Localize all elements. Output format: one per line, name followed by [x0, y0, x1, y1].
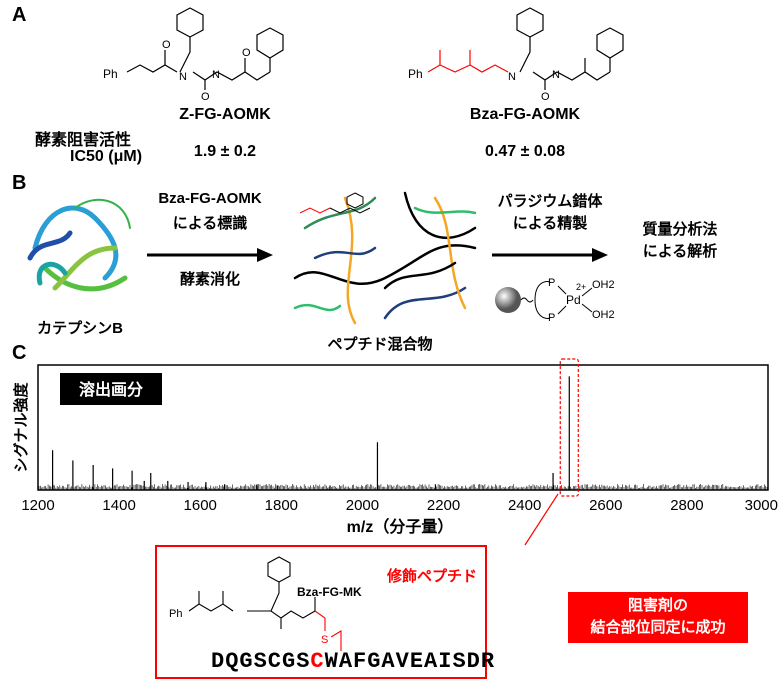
conclusion-line: 結合部位同定に成功 — [590, 619, 726, 636]
x-tick-label: 3000 — [745, 497, 778, 514]
highlight-box — [559, 358, 579, 497]
step2-label: パラジウム錯体 — [497, 193, 603, 210]
x-tick-label: 1400 — [102, 497, 135, 514]
svg-text:O: O — [201, 91, 210, 103]
svg-text:N: N — [212, 69, 220, 81]
svg-text:N: N — [552, 69, 560, 81]
x-tick-label: 2600 — [589, 497, 622, 514]
x-axis-label: m/z（分子量） — [347, 518, 454, 535]
svg-text:N: N — [508, 71, 516, 83]
x-tick-label: 1800 — [265, 497, 298, 514]
svg-text:P: P — [548, 277, 555, 289]
modified-cysteine: C — [310, 649, 325, 674]
x-tick-label: 1200 — [21, 497, 54, 514]
probe-name: Bza-FG-MK — [297, 585, 362, 599]
ic50-value: 1.9 ± 0.2 — [193, 143, 257, 160]
x-tick-label: 2200 — [427, 497, 460, 514]
mass-spectrum-chart: 1200 1400 1600 1800 2000 2200 2400 2600 2800 3000… — [12, 358, 778, 535]
fraction-badge-label: 溶出画分 — [79, 380, 143, 399]
svg-text:OH2: OH2 — [592, 309, 615, 321]
x-tick-label: 2800 — [670, 497, 703, 514]
ic50-unit-label: IC50 (μM) — [70, 148, 143, 165]
x-tick-label: 1600 — [184, 497, 217, 514]
compound-name: Z-FG-AOMK — [179, 106, 271, 123]
step3-label: 質量分析法 — [642, 221, 718, 238]
arrow-right-icon — [147, 248, 273, 262]
y-axis-label: シグナル強度 — [12, 382, 30, 473]
z-fg-aomk-structure: Ph O N O N O — [103, 7, 284, 103]
svg-text:O: O — [242, 47, 251, 59]
svg-text:Ph: Ph — [169, 608, 182, 620]
svg-text:S: S — [321, 634, 328, 646]
step3-label-2: による解析 — [642, 243, 718, 260]
ic50-value: 0.47 ± 0.08 — [485, 143, 565, 160]
fraction-badge — [60, 373, 162, 405]
step1-label-2: による標識 — [172, 215, 248, 232]
baseline-noise — [38, 484, 768, 490]
mixture-label: ペプチド混合物 — [327, 336, 433, 353]
bza-fg-mk-structure: Ph S — [169, 556, 342, 651]
panel-label-c: C — [12, 342, 27, 364]
palladium-complex-illustration: P P Pd 2+ OH2 OH2 — [495, 277, 615, 324]
svg-text:N: N — [179, 71, 187, 83]
svg-text:P: P — [548, 312, 555, 324]
svg-text:Ph: Ph — [103, 67, 118, 81]
modified-peptide-box: Ph S Bza-FG-MK 修飾ペプチド DQGSCGSCWAFGAVEAIS… — [155, 545, 494, 679]
svg-text:O: O — [541, 91, 550, 103]
arrow-right-icon — [492, 248, 608, 262]
svg-text:2+: 2+ — [576, 282, 586, 292]
svg-text:OH2: OH2 — [592, 279, 615, 291]
peptide-mixture-illustration — [293, 191, 477, 325]
conclusion-badge: 阻害剤の 結合部位同定に成功 — [568, 592, 748, 643]
activity-label: 酵素阻害活性 — [35, 132, 132, 149]
step1-label: Bza-FG-AOMK — [158, 190, 262, 207]
x-tick-label: 2000 — [346, 497, 379, 514]
panel-label-a: A — [12, 4, 27, 26]
svg-text:Ph: Ph — [408, 67, 423, 81]
step2-label-2: による精製 — [512, 215, 588, 232]
svg-text:Pd: Pd — [566, 293, 581, 307]
peptide-sequence: DQGSCGSCWAFGAVEAISDR — [211, 649, 496, 674]
x-tick-label: 2400 — [508, 497, 541, 514]
digestion-label: 酵素消化 — [179, 271, 240, 288]
protein-label: カテプシンB — [37, 320, 123, 337]
resin-bead-icon — [495, 287, 521, 313]
conclusion-line: 阻害剤の — [627, 597, 688, 614]
bza-fg-aomk-structure: Ph N O N — [408, 7, 624, 103]
compound-name: Bza-FG-AOMK — [469, 106, 581, 123]
modified-peptide-title: 修飾ペプチド — [387, 568, 478, 585]
cathepsin-b-structure-image — [27, 198, 131, 292]
svg-text:O: O — [162, 39, 171, 51]
panel-label-b: B — [12, 172, 27, 194]
